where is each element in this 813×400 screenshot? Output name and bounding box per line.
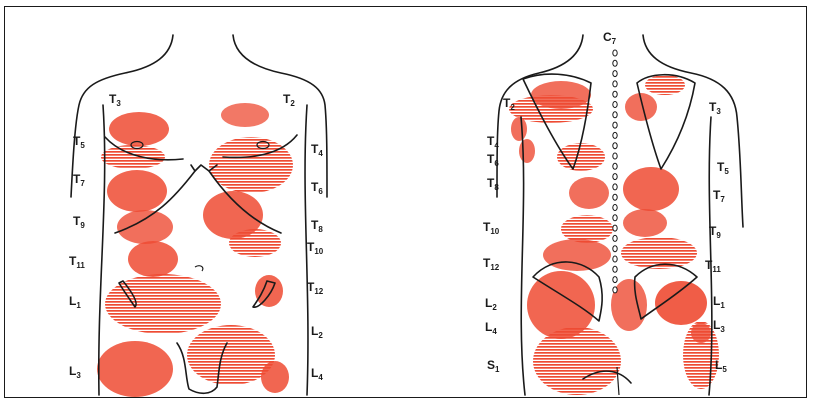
front-label: T7 [73,172,85,188]
vertebra [613,287,617,293]
vertebra [613,143,617,149]
front-label: T3 [109,92,121,108]
front-label: L1 [69,294,81,310]
front-pain-region [261,361,289,393]
back-label: L1 [713,294,725,310]
vertebra [613,246,617,252]
vertebra [613,225,617,231]
front-pain-region [101,145,165,169]
front-pain-region [221,103,269,127]
front-label: T8 [311,218,323,234]
front-pain-region [105,274,221,334]
front-label: T6 [311,180,323,196]
back-label: T3 [709,100,721,116]
vertebra [613,174,617,180]
back-label: T7 [713,188,725,204]
front-pain-region [97,341,173,397]
back-label: L3 [713,318,725,334]
back-pain-region [645,75,685,95]
vertebra [613,277,617,283]
front-pain-region [255,275,283,307]
front-pain-regions [97,103,293,397]
back-label: T11 [705,258,721,274]
vertebra [613,194,617,200]
figure-frame: T3 T2 T5 T4 T7 T6 T9 T8 T10 T11 T12 L1 L… [4,6,807,398]
front-label: T2 [283,92,295,108]
back-label: C7 [603,30,617,46]
back-pain-region [543,239,611,271]
front-pain-region [229,229,281,257]
front-label: L4 [311,366,323,382]
front-label: T12 [307,280,324,296]
front-pain-region [128,241,178,277]
vertebra [613,235,617,241]
back-pain-region [511,117,527,141]
vertebra [613,256,617,262]
front-pain-region [117,210,173,244]
back-label: T10 [483,220,500,236]
back-label: T5 [717,160,729,176]
vertebra [613,205,617,211]
vertebra [613,132,617,138]
vertebra [613,81,617,87]
front-pain-region [209,137,293,193]
front-label: T4 [311,142,323,158]
front-label: T11 [69,254,85,270]
front-label: L2 [311,324,323,340]
spine-vertebrae [613,50,617,293]
front-label: T5 [73,134,85,150]
vertebra [613,153,617,159]
back-label: L5 [715,358,727,374]
vertebra [613,102,617,108]
back-pain-region [623,209,667,237]
vertebra [613,163,617,169]
front-body-view: T3 T2 T5 T4 T7 T6 T9 T8 T10 T11 T12 L1 L… [69,35,327,397]
back-pain-region [623,167,679,211]
vertebra [613,122,617,128]
vertebra [613,184,617,190]
front-label: T9 [73,214,85,230]
back-pain-region [533,327,621,395]
referred-pain-diagram: T3 T2 T5 T4 T7 T6 T9 T8 T10 T11 T12 L1 L… [5,7,808,399]
front-pain-region [109,112,169,146]
back-label: S1 [487,358,500,374]
front-pain-region [107,170,167,212]
front-label: L3 [69,364,81,380]
back-label: L4 [485,320,497,336]
back-label: L2 [485,296,497,312]
back-pain-region [569,177,609,209]
vertebra [613,91,617,97]
back-label: T12 [483,256,500,272]
vertebra [613,50,617,56]
back-body-view: C7 T2 T3 T4 T6 T5 T8 T7 T10 T9 T12 T11 L… [483,30,743,395]
vertebra [613,71,617,77]
vertebra [613,112,617,118]
front-label: T10 [307,240,324,256]
back-label: T9 [709,224,721,240]
back-pain-region [561,215,613,243]
back-pain-region [691,323,711,343]
vertebra [613,266,617,272]
vertebra [613,215,617,221]
vertebra [613,60,617,66]
back-label: T2 [503,96,515,112]
back-pain-region [519,139,535,163]
